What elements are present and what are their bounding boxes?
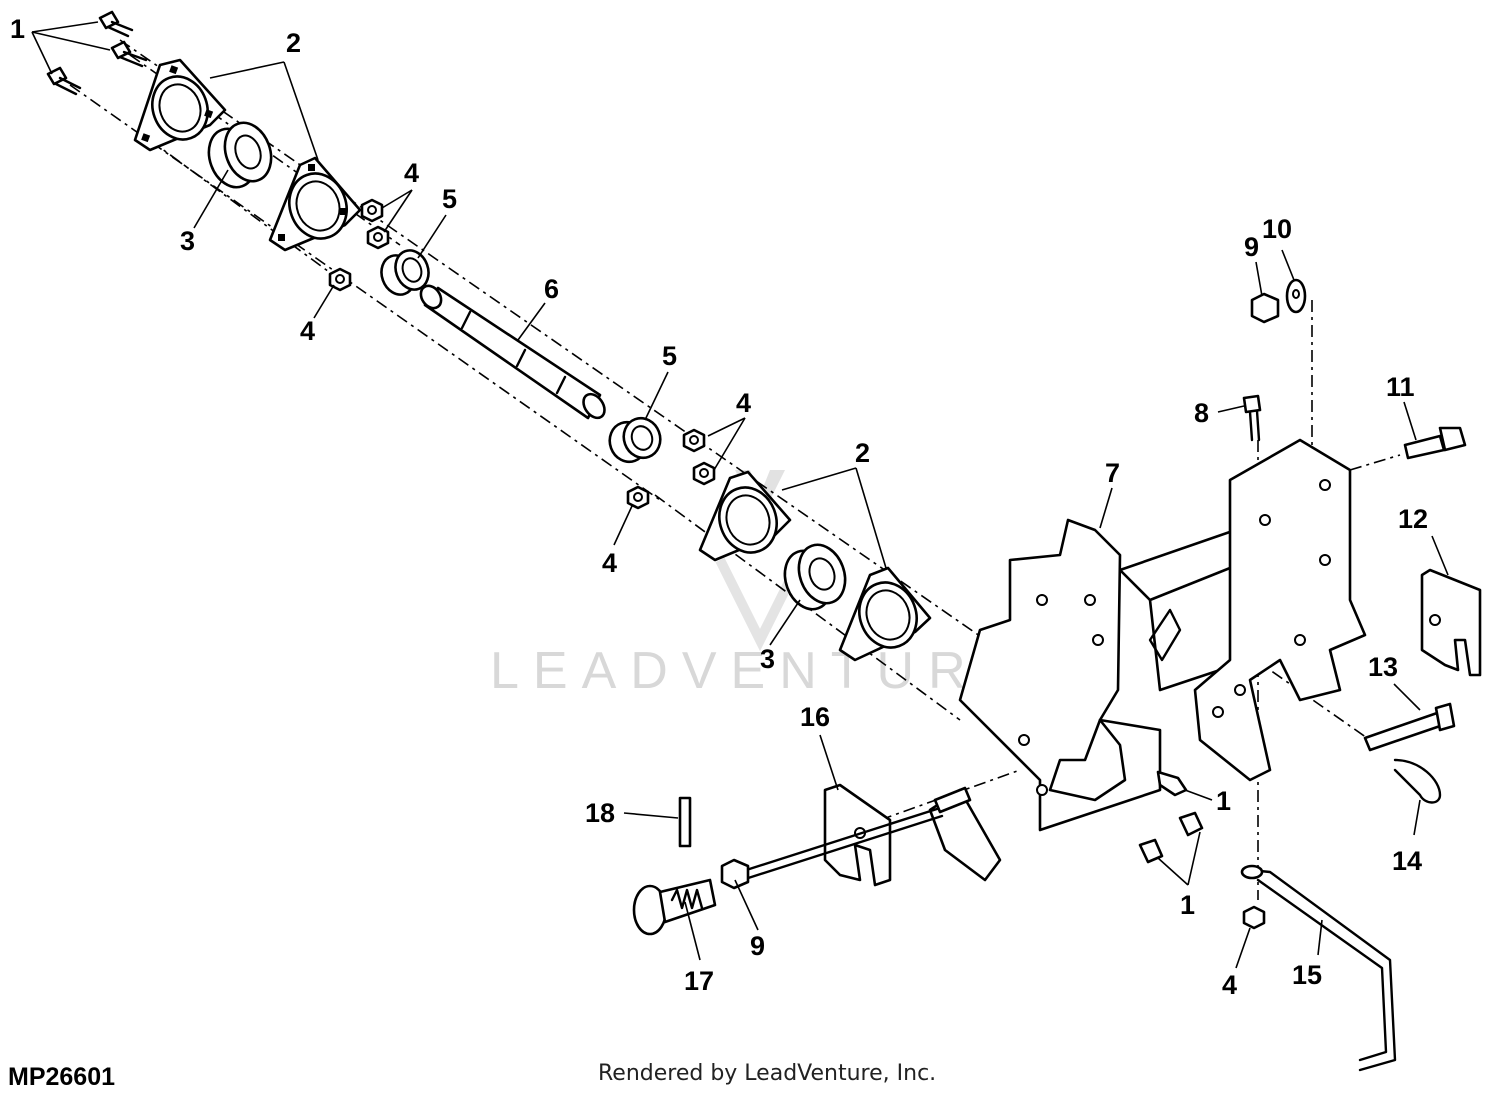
callout-1: 1 xyxy=(1216,786,1231,816)
callout-14: 14 xyxy=(1392,846,1422,876)
bolt xyxy=(110,40,148,68)
footer-credit: Rendered by LeadVenture, Inc. xyxy=(598,1061,936,1086)
callout-13: 13 xyxy=(1368,652,1398,682)
callout-12: 12 xyxy=(1398,504,1428,534)
plate-12 xyxy=(1420,568,1482,677)
pin-18 xyxy=(678,796,692,848)
callout-9: 9 xyxy=(1244,232,1259,262)
watermark-text: LEADVENTURE xyxy=(490,642,1028,700)
diagram-id: MP26601 xyxy=(8,1063,115,1091)
bolt xyxy=(98,10,134,38)
washer-10 xyxy=(1285,278,1307,314)
watermark: LEADVENTURE xyxy=(490,470,1028,700)
callout-18: 18 xyxy=(585,798,615,828)
callout-4: 4 xyxy=(1222,970,1237,1000)
nut-9-bottom xyxy=(720,858,750,890)
clip-14 xyxy=(1393,758,1442,804)
callout-4: 4 xyxy=(404,158,419,188)
callout-10: 10 xyxy=(1262,214,1292,244)
callout-9: 9 xyxy=(750,931,765,961)
callout-16: 16 xyxy=(800,702,830,732)
callout-labels: 1 2 3 4 4 5 6 5 4 4 2 3 7 8 9 10 11 12 1… xyxy=(10,14,1428,1000)
bolt-8 xyxy=(1242,394,1262,442)
callout-2: 2 xyxy=(286,28,301,58)
bushing-mid xyxy=(608,416,662,464)
nut-bottom xyxy=(1242,905,1266,930)
leader-lines xyxy=(31,21,1449,969)
flange-top-right xyxy=(268,156,362,252)
callout-1: 1 xyxy=(1180,890,1195,920)
bolt xyxy=(46,66,82,96)
nut-9-top xyxy=(1250,292,1280,324)
bearing-mid xyxy=(783,543,847,611)
bushing-top xyxy=(380,249,430,296)
rod-15 xyxy=(1240,864,1397,1072)
bolt-group-frame xyxy=(1138,770,1204,864)
callout-5: 5 xyxy=(442,184,457,214)
callout-3: 3 xyxy=(180,226,195,256)
bolt-11 xyxy=(1403,426,1467,460)
bolt-group-top xyxy=(46,10,148,96)
callout-3: 3 xyxy=(760,644,775,674)
callout-4: 4 xyxy=(602,548,617,578)
nut-group-mid xyxy=(626,428,716,510)
pull-rod xyxy=(738,786,972,882)
flange-mid-right xyxy=(838,566,932,662)
callout-4: 4 xyxy=(300,316,315,346)
callout-1: 1 xyxy=(10,14,25,44)
callout-15: 15 xyxy=(1292,960,1322,990)
shaft xyxy=(419,284,606,420)
flange-top-left xyxy=(133,58,227,152)
callout-11: 11 xyxy=(1386,372,1415,402)
callout-7: 7 xyxy=(1105,458,1120,488)
nut-group-top xyxy=(328,198,390,292)
bearing-top xyxy=(207,121,273,189)
callout-5: 5 xyxy=(662,341,677,371)
hitch-frame xyxy=(928,438,1367,882)
callout-8: 8 xyxy=(1194,398,1209,428)
flange-mid-left xyxy=(698,470,792,562)
callout-4: 4 xyxy=(736,388,751,418)
callout-17: 17 xyxy=(684,966,714,996)
callout-2: 2 xyxy=(855,438,870,468)
handle-17 xyxy=(632,878,717,936)
pin-13 xyxy=(1363,702,1456,752)
callout-6: 6 xyxy=(544,274,559,304)
